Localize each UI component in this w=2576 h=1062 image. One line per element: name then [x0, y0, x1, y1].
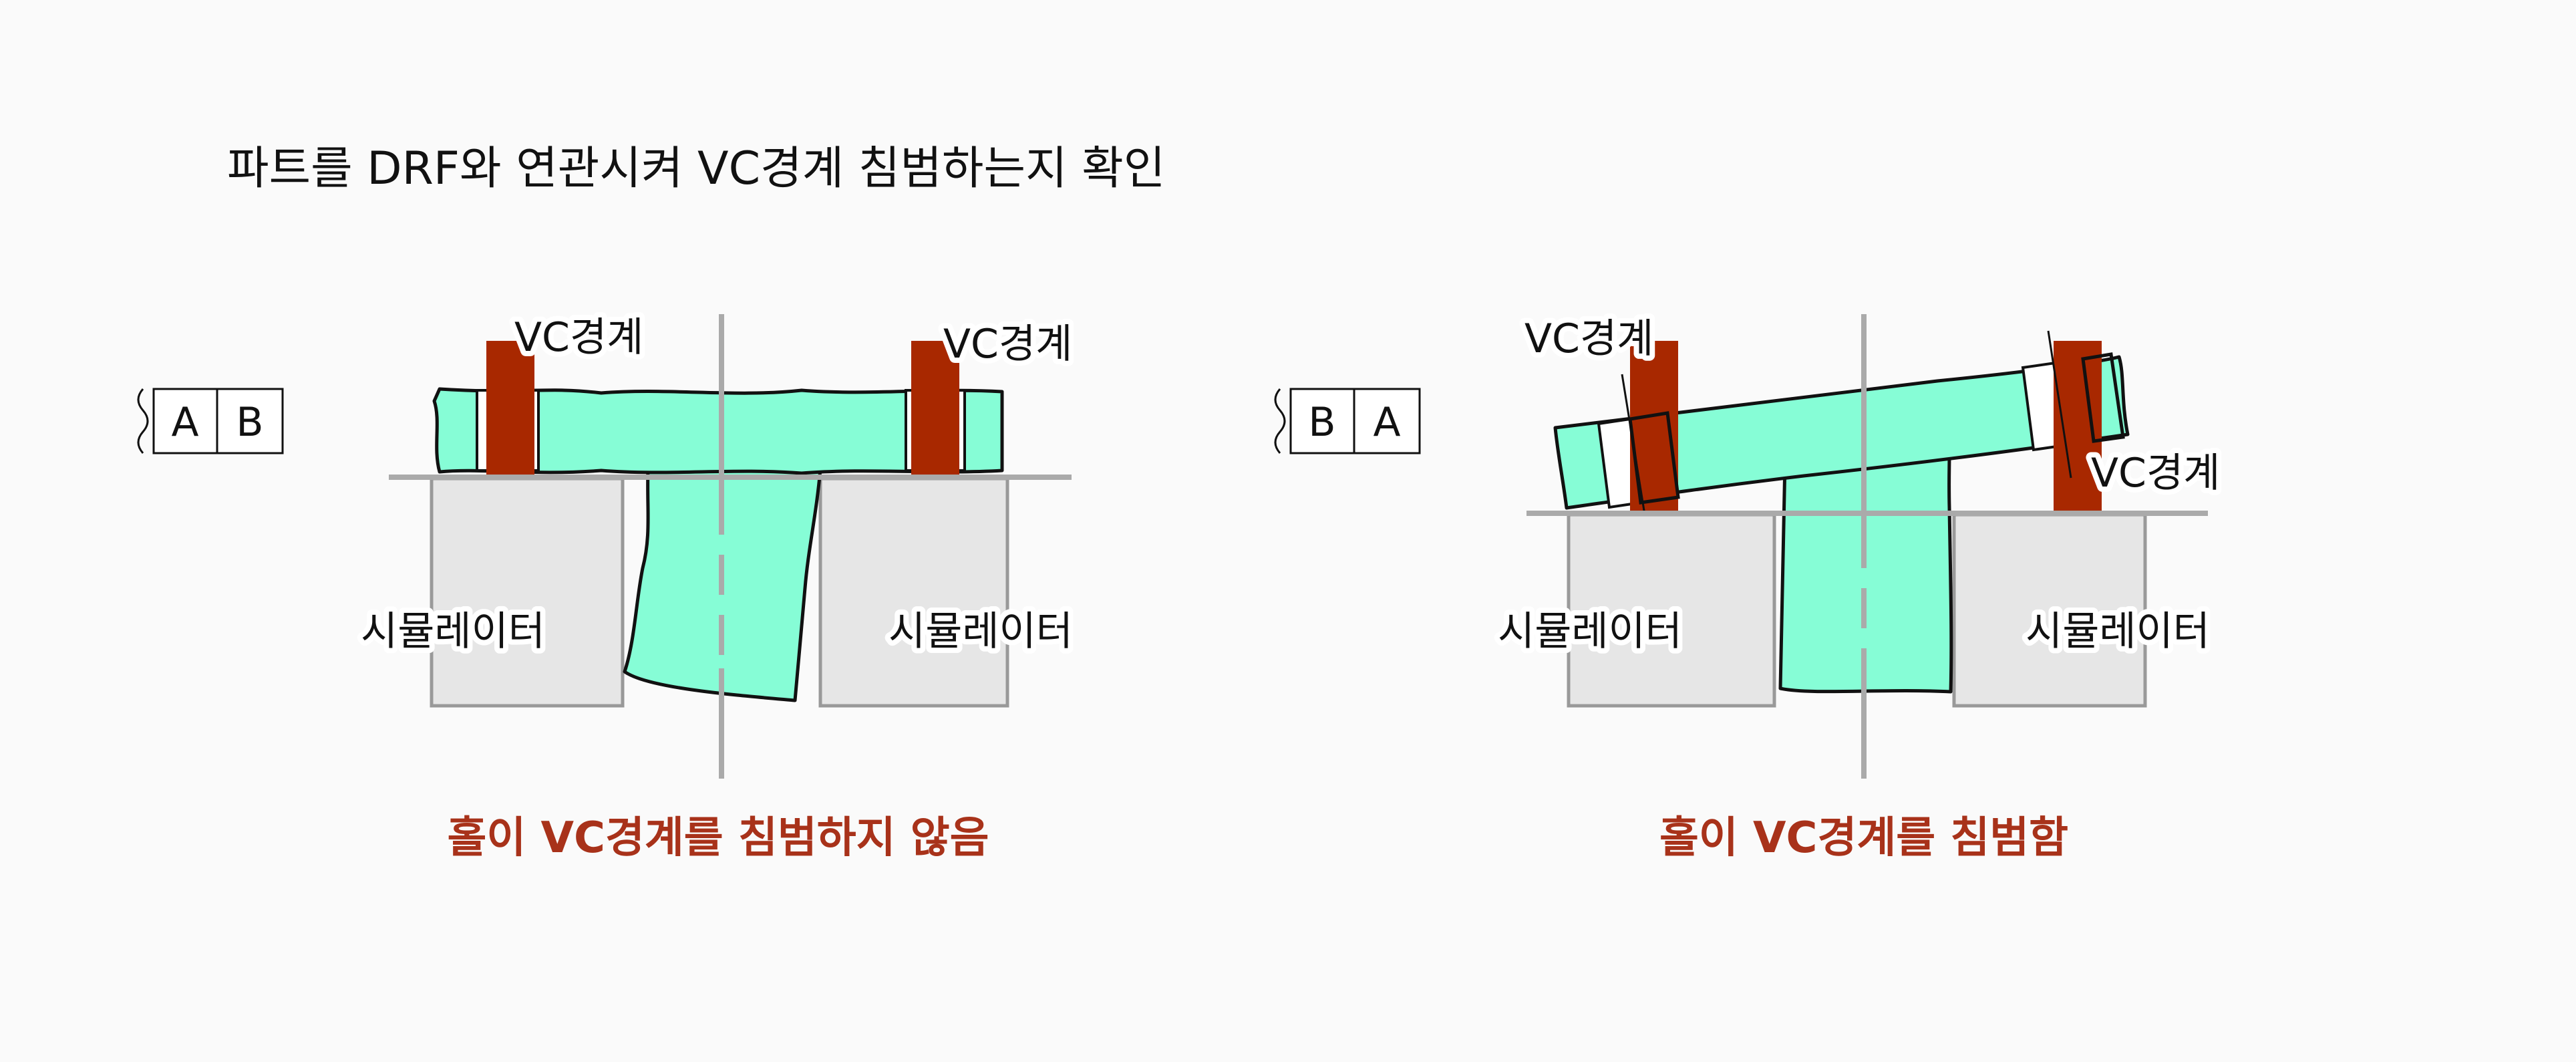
left-simulator-label-2: 시뮬레이터 — [889, 608, 1073, 655]
left-frame-cell-2 — [216, 388, 284, 454]
left-frame-cell-1 — [152, 388, 218, 454]
right-vc-label-1: VC경계 — [1524, 315, 1653, 362]
left-datum-frame: A B — [137, 388, 284, 454]
right-datum-frame: B A — [1274, 388, 1421, 454]
left-simulator-block-2 — [818, 477, 1009, 708]
left-frame-cell-1-text: A — [171, 399, 198, 446]
right-simulator-label-2: 시뮬레이터 — [2026, 608, 2210, 655]
right-panel: B A VC경계 VC경계 시뮬레이터 시뮬레이터 홀이 VC경계를 — [1274, 310, 2225, 863]
left-vc-label-2: VC경계 — [943, 321, 1072, 368]
left-vc-boundary-bar-2 — [911, 341, 959, 476]
right-caption: 홀이 VC경계를 침범함 — [1659, 813, 2068, 863]
right-tilted-axis-2 — [2047, 330, 2072, 479]
left-frame-break-icon — [137, 388, 149, 454]
right-frame-cell-2 — [1353, 388, 1421, 454]
right-tilted-axis-1 — [1621, 374, 1646, 515]
left-vc-label-1: VC경계 — [514, 314, 643, 361]
left-panel: A B VC경계 VC경계 시뮬레이터 시뮬레이터 홀이 VC경계를 침범하지 … — [137, 309, 1078, 863]
right-simulator-block-2 — [1952, 513, 2147, 708]
right-vc-label-2: VC경계 — [2091, 450, 2220, 497]
right-vc-boundary-bar-2 — [2054, 341, 2102, 511]
left-frame-cell-2-text: B — [236, 399, 263, 446]
right-frame-break-icon — [1274, 388, 1286, 454]
page-title: 파트를 DRF와 연관시켜 VC경계 침범하는지 확인 — [227, 142, 1165, 195]
right-simulator-label-1: 시뮬레이터 — [1498, 608, 1682, 655]
left-simulator-label-1: 시뮬레이터 — [361, 608, 545, 655]
left-caption: 홀이 VC경계를 침범하지 않음 — [447, 813, 989, 863]
right-frame-cell-2-text: A — [1373, 399, 1400, 446]
right-frame-cell-1 — [1289, 388, 1355, 454]
right-interference-zone-2 — [2081, 352, 2125, 443]
left-vc-boundary-bar-1 — [486, 341, 534, 476]
right-simulator-block-1 — [1567, 513, 1776, 708]
right-interference-zone-1 — [1628, 411, 1680, 505]
right-frame-cell-1-text: B — [1308, 399, 1335, 446]
left-simulator-block-1 — [430, 477, 625, 708]
